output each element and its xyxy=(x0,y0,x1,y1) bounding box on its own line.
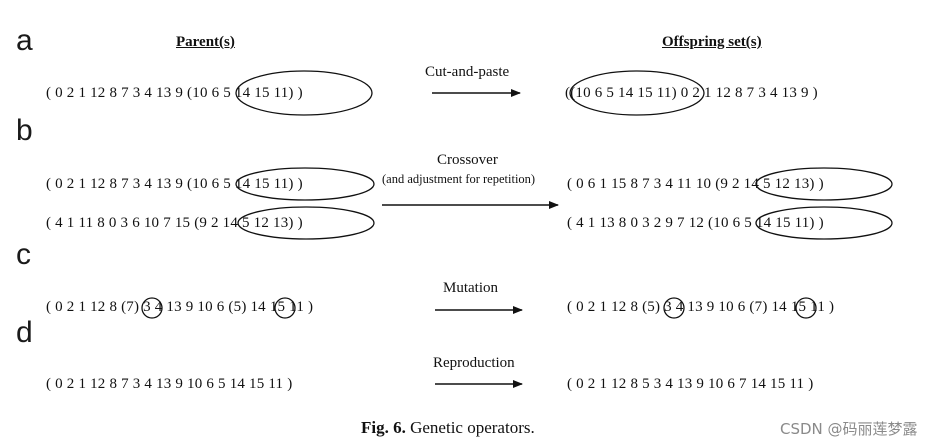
ellipse-a-offspring xyxy=(569,70,705,116)
panel-c-offspring-sequence: ( 0 2 1 12 8 (5) 3 4 13 9 10 6 (7) 14 15… xyxy=(567,299,835,315)
figure-caption: Fig. 6. Genetic operators. xyxy=(361,418,535,438)
watermark: CSDN @码丽莲梦露 xyxy=(780,420,918,438)
parent-header: Parent(s) xyxy=(176,34,235,50)
panel-label-b: b xyxy=(16,114,33,147)
panel-a-parent-sequence: ( 0 2 1 12 8 7 3 4 13 9 (10 6 5 14 15 11… xyxy=(46,85,303,101)
panel-label-c: c xyxy=(16,238,31,271)
panel-b-offspring1-sequence: ( 0 6 1 15 8 7 3 4 11 10 (9 2 14 5 12 13… xyxy=(567,176,824,192)
panel-d-operator: Reproduction xyxy=(433,355,515,371)
circle-c-parent-7 xyxy=(141,297,163,319)
panel-d-offspring-sequence: ( 0 2 1 12 8 5 3 4 13 9 10 6 7 14 15 11 … xyxy=(567,376,814,392)
figure-caption-label: Fig. 6. xyxy=(361,418,406,437)
circle-c-offspring-5 xyxy=(663,297,685,319)
panel-b-operator-note: (and adjustment for repetition) xyxy=(382,172,536,186)
ellipse-b-offspring2 xyxy=(755,206,893,240)
panel-c-parent-sequence: ( 0 2 1 12 8 (7) 3 4 13 9 10 6 (5) 14 15… xyxy=(46,299,314,315)
panel-a-offspring-sequence: ((10 6 5 14 15 11) 0 2 1 12 8 7 3 4 13 9… xyxy=(565,85,818,101)
ellipse-b-parent1 xyxy=(235,167,375,201)
panel-b-operator: Crossover xyxy=(437,152,498,168)
circle-c-parent-5 xyxy=(274,297,296,319)
ellipse-b-parent2 xyxy=(237,206,375,240)
offspring-header: Offspring set(s) xyxy=(662,34,762,50)
ellipse-a-parent xyxy=(235,70,373,116)
circle-c-offspring-7 xyxy=(795,297,817,319)
panel-c-operator: Mutation xyxy=(443,280,498,296)
figure-caption-text: Genetic operators. xyxy=(405,418,535,437)
ellipse-b-offspring1 xyxy=(755,167,893,201)
panel-b-parent2-sequence: ( 4 1 11 8 0 3 6 10 7 15 (9 2 14 5 12 13… xyxy=(46,215,303,231)
panel-label-d: d xyxy=(16,316,33,349)
panel-b-offspring2-sequence: ( 4 1 13 8 0 3 2 9 7 12 (10 6 5 14 15 11… xyxy=(567,215,824,231)
panel-a-operator: Cut-and-paste xyxy=(425,64,510,80)
panel-label-a: a xyxy=(16,24,33,57)
panel-d-parent-sequence: ( 0 2 1 12 8 7 3 4 13 9 10 6 5 14 15 11 … xyxy=(46,376,293,392)
